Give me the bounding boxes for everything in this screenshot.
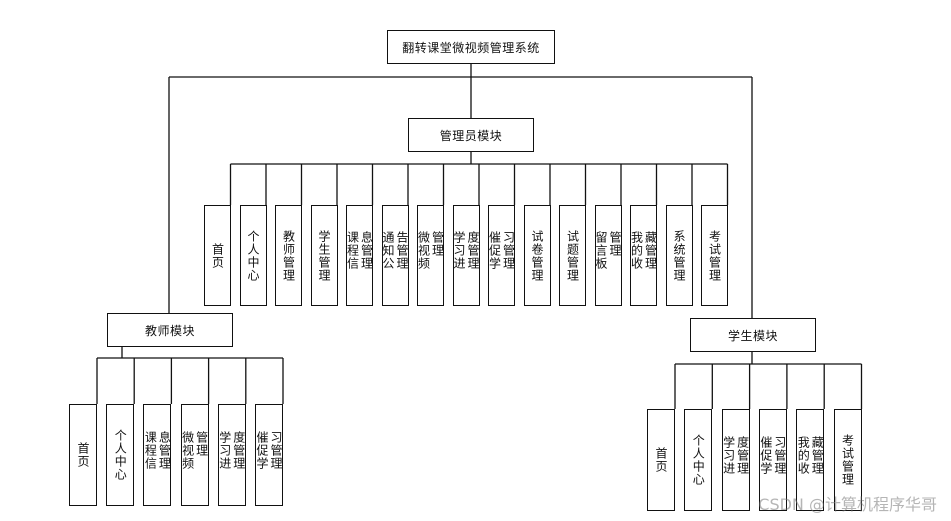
leaf-label-columns: 学习进度管理 — [218, 431, 246, 480]
leaf-label-columns: 课程信息管理 — [143, 431, 171, 480]
admin-leaf-node: 教师管理 — [275, 205, 302, 306]
leaf-label-columns: 微视频管理 — [417, 231, 445, 280]
admin-leaf-label: 学生管理 — [317, 229, 331, 282]
teacher-leaf-node: 个人中心 — [106, 404, 135, 506]
teacher-leaf-label: 课程信息管理 — [143, 430, 172, 470]
leaf-label-columns: 催促学习管理 — [488, 231, 516, 280]
admin-leaf-node: 催促学习管理 — [488, 205, 516, 306]
leaf-label-columns: 催促学习管理 — [255, 431, 283, 480]
leaf-label-columns: 我的收藏管理 — [796, 436, 824, 485]
admin-module-node: 管理员模块 — [408, 118, 534, 152]
teacher-leaf-label: 个人中心 — [113, 429, 128, 481]
teacher-leaf-node: 催促学习管理 — [255, 404, 283, 506]
admin-leaf-label: 留言板管理 — [594, 231, 622, 270]
student-leaf-label: 个人中心 — [691, 434, 706, 486]
student-leaf-label: 学习进度管理 — [721, 435, 750, 475]
student-leaf-label: 首页 — [654, 447, 668, 473]
leaf-label-columns: 微视频管理 — [181, 431, 209, 480]
teacher-leaf-node: 微视频管理 — [180, 404, 209, 506]
root-node: 翻转课堂微视频管理系统 — [387, 30, 555, 64]
admin-leaf-node: 我的收藏管理 — [630, 205, 658, 306]
admin-leaf-label: 教师管理 — [281, 229, 296, 282]
teacher-leaf-label: 微视频管理 — [180, 430, 209, 470]
student-leaf-node: 首页 — [647, 409, 675, 511]
admin-leaf-label: 试题管理 — [565, 229, 580, 282]
student-leaf-node: 个人中心 — [684, 409, 713, 511]
student-leaf-label: 我的收藏管理 — [796, 435, 825, 475]
admin-leaf-label: 催促学习管理 — [487, 231, 516, 270]
admin-leaf-node: 首页 — [204, 205, 231, 306]
leaf-label-columns: 留言板管理 — [594, 231, 622, 280]
student-leaf-node: 学习进度管理 — [721, 409, 750, 511]
teacher-leaf-label: 学习进度管理 — [217, 430, 246, 470]
leaf-label-columns: 学习进度管理 — [722, 436, 750, 485]
admin-leaf-label: 微视频管理 — [416, 231, 445, 270]
admin-leaf-node: 个人中心 — [239, 205, 267, 306]
teacher-module-node: 教师模块 — [107, 313, 233, 347]
teacher-leaf-node: 学习进度管理 — [217, 404, 246, 506]
admin-leaf-label: 通知公告管理 — [381, 231, 409, 270]
admin-leaf-node: 系统管理 — [665, 205, 693, 306]
leaf-label-columns: 催促学习管理 — [759, 436, 787, 485]
student-leaf-label: 考试管理 — [840, 434, 855, 486]
admin-leaf-node: 学习进度管理 — [452, 205, 480, 306]
admin-leaf-label: 试卷管理 — [530, 229, 544, 282]
admin-leaf-label: 课程信息管理 — [345, 231, 374, 270]
student-leaf-node: 我的收藏管理 — [796, 409, 825, 511]
admin-leaf-label: 系统管理 — [672, 229, 686, 282]
teacher-leaf-label: 催促学习管理 — [255, 430, 283, 470]
admin-leaf-node: 留言板管理 — [594, 205, 622, 306]
leaf-label-columns: 课程信息管理 — [346, 231, 374, 280]
admin-leaf-label: 我的收藏管理 — [629, 231, 658, 270]
admin-leaf-node: 微视频管理 — [417, 205, 445, 306]
student-leaf-label: 催促学习管理 — [758, 435, 787, 475]
teacher-leaf-node: 首页 — [69, 404, 97, 506]
admin-leaf-node: 学生管理 — [310, 205, 338, 306]
admin-leaf-node: 通知公告管理 — [381, 205, 409, 306]
teacher-leaf-label: 首页 — [76, 442, 90, 468]
admin-leaf-label: 考试管理 — [707, 229, 722, 282]
admin-leaf-label: 首页 — [210, 242, 225, 269]
admin-leaf-node: 试卷管理 — [523, 205, 551, 306]
admin-leaf-node: 考试管理 — [701, 205, 728, 306]
student-leaf-node: 催促学习管理 — [758, 409, 787, 511]
leaf-label-columns: 我的收藏管理 — [630, 231, 658, 280]
student-module-node: 学生模块 — [690, 318, 816, 352]
leaf-label-columns: 学习进度管理 — [452, 231, 480, 280]
student-leaf-node: 考试管理 — [833, 409, 862, 511]
teacher-leaf-node: 课程信息管理 — [143, 404, 172, 506]
admin-leaf-node: 课程信息管理 — [346, 205, 374, 306]
leaf-label-columns: 通知公告管理 — [381, 231, 409, 280]
admin-leaf-node: 试题管理 — [559, 205, 586, 306]
admin-leaf-label: 学习进度管理 — [452, 231, 480, 270]
admin-leaf-label: 个人中心 — [246, 229, 260, 282]
watermark-text: CSDN @计算机程序华哥 — [758, 495, 937, 514]
